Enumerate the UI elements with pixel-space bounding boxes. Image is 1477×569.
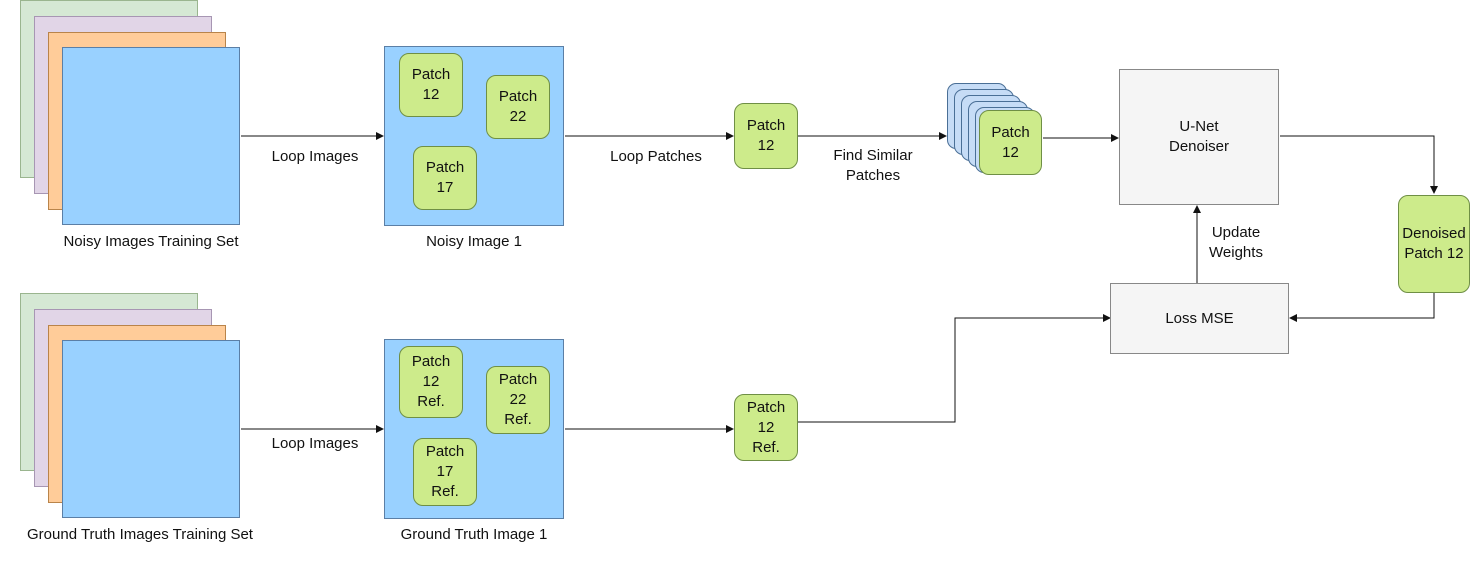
similar-front-patch: Patch 12 bbox=[979, 110, 1042, 175]
denoised-patch-12: Denoised Patch 12 bbox=[1398, 195, 1470, 293]
stack-layer-blue bbox=[62, 340, 240, 518]
stack-layer-blue bbox=[62, 47, 240, 225]
loop-images-label-top: Loop Images bbox=[271, 148, 359, 165]
find-similar-label: Find Similar Patches bbox=[833, 147, 913, 184]
gt-patch-22-ref: Patch 22 Ref. bbox=[486, 366, 550, 434]
unet-denoiser: U-Net Denoiser bbox=[1119, 69, 1279, 205]
gt-patch-12-ref: Patch 12 Ref. bbox=[399, 346, 463, 418]
noisy-patch-17: Patch 17 bbox=[413, 146, 477, 210]
arrow-denoised-to-loss bbox=[1289, 293, 1435, 322]
noisy-patch-12: Patch 12 bbox=[399, 53, 463, 117]
noisy-set-label: Noisy Images Training Set bbox=[63, 233, 239, 250]
gt-patch-17-ref: Patch 17 Ref. bbox=[413, 438, 477, 506]
patch-12: Patch 12 bbox=[734, 103, 798, 169]
loss-mse: Loss MSE bbox=[1110, 283, 1289, 354]
gt-image-label: Ground Truth Image 1 bbox=[400, 526, 548, 543]
patch-12-ref: Patch 12 Ref. bbox=[734, 394, 798, 461]
arrow-unet-to-denoised bbox=[1280, 135, 1438, 194]
noisy-patch-22: Patch 22 bbox=[486, 75, 550, 139]
update-weights-label: Update Weights bbox=[1209, 224, 1263, 261]
loop-patches-label: Loop Patches bbox=[610, 148, 702, 165]
arrow-patch-ref-to-loss bbox=[798, 314, 1111, 423]
loop-images-label-bottom: Loop Images bbox=[271, 435, 359, 452]
gt-set-label: Ground Truth Images Training Set bbox=[27, 526, 253, 543]
noisy-image-label: Noisy Image 1 bbox=[426, 233, 522, 250]
